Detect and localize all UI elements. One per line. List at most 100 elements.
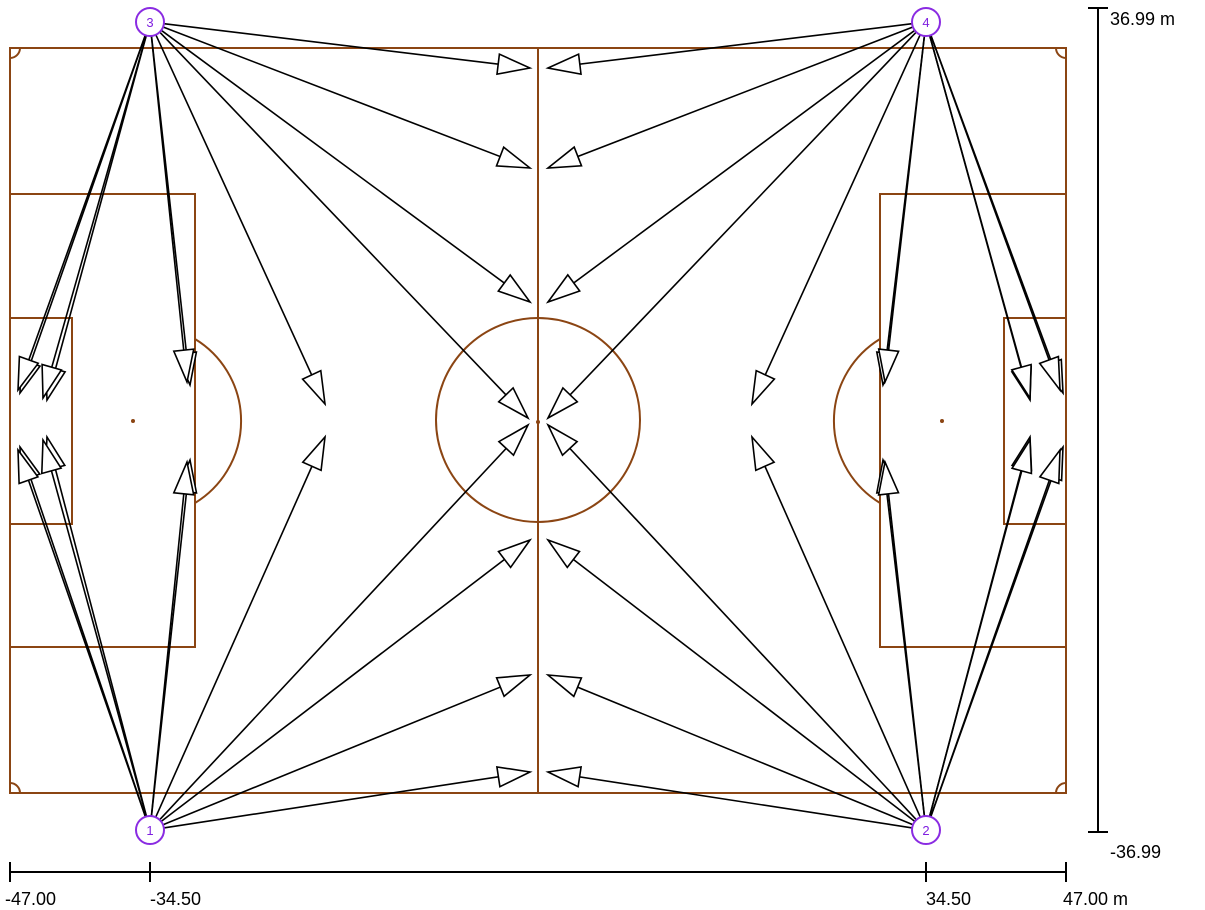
light-pole-1[interactable]: 1	[135, 815, 165, 845]
aim-arrow-pole-2	[545, 673, 914, 826]
aim-arrowhead	[495, 145, 533, 169]
aim-arrow-pole-2	[877, 459, 926, 817]
pole-marker[interactable]	[135, 7, 165, 37]
aim-arrow-pole-3	[150, 35, 195, 385]
aim-arrow-pole-2	[750, 434, 922, 818]
aim-line	[751, 34, 921, 405]
light-pole-4[interactable]: 4	[911, 7, 941, 37]
center-spot	[536, 420, 540, 424]
aim-line	[547, 29, 916, 303]
aim-arrow-pole-2	[928, 437, 1033, 817]
aim-arrow-pole-2	[929, 447, 1061, 818]
right-penalty-area	[879, 193, 1067, 648]
aim-arrowhead	[41, 363, 63, 401]
aim-arrow-pole-3	[163, 22, 533, 76]
y-label-bottom: -36.99	[1110, 842, 1161, 862]
aim-arrow-pole-2	[875, 457, 926, 817]
aim-arrowhead	[750, 369, 776, 407]
aim-arrowhead	[877, 459, 900, 496]
aim-line	[547, 22, 913, 69]
aiming-arrows	[17, 22, 1064, 829]
aim-arrowhead	[497, 273, 533, 304]
pole-marker[interactable]	[135, 815, 165, 845]
y-label-top: 36.99 m	[1110, 9, 1175, 29]
pole-marker[interactable]	[911, 815, 941, 845]
aim-arrowhead	[497, 423, 530, 457]
aim-arrow-pole-1	[40, 437, 148, 817]
aim-line	[162, 674, 531, 826]
aim-arrow-pole-3	[160, 29, 533, 304]
aim-line	[17, 34, 147, 391]
aim-arrow-pole-1	[160, 538, 533, 823]
aim-line	[929, 449, 1061, 818]
aim-arrow-pole-2	[545, 538, 916, 823]
aim-line	[163, 771, 531, 829]
aim-line	[884, 35, 926, 383]
aim-arrow-pole-1	[150, 459, 195, 817]
aim-arrow-pole-1	[163, 765, 533, 829]
x-label-right-pole: 34.50	[926, 889, 971, 909]
left-penalty-arc	[194, 338, 242, 504]
x-label-right-edge: 47.00 m	[1063, 889, 1128, 909]
aim-arrowhead	[545, 145, 583, 169]
dimension-labels: -47.00 -34.50 34.50 47.00 m 36.99 m -36.…	[5, 9, 1175, 909]
aim-line	[547, 424, 917, 821]
light-pole-3[interactable]: 3	[135, 7, 165, 37]
aim-line	[17, 449, 147, 818]
right-penalty-arc	[833, 338, 881, 504]
aim-arrow-pole-2	[546, 423, 917, 821]
aim-arrow-pole-1	[154, 434, 327, 818]
aim-arrowhead	[172, 459, 195, 496]
aim-arrow-pole-1	[159, 423, 530, 821]
aim-line	[150, 35, 188, 383]
aim-arrowhead	[301, 434, 327, 472]
aim-arrow-pole-1	[162, 673, 533, 826]
aim-arrow-pole-4	[546, 31, 917, 420]
football-pitch	[9, 47, 1067, 794]
aim-line	[547, 674, 914, 826]
aim-line	[155, 34, 326, 405]
corner-arc-bottom-right	[1055, 782, 1067, 794]
corner-arc-top-left	[9, 47, 21, 59]
aim-line	[547, 539, 916, 823]
aim-arrowhead	[545, 673, 583, 698]
aim-arrow-pole-3	[155, 34, 327, 407]
aim-line	[154, 436, 326, 818]
aim-arrowhead	[495, 673, 533, 698]
aim-arrow-pole-4	[928, 35, 1032, 401]
aim-line	[162, 26, 531, 169]
aim-arrow-pole-3	[162, 26, 533, 169]
aim-arrowhead	[17, 355, 40, 393]
aim-line	[930, 34, 1061, 391]
light-poles: 1 2 3 4	[135, 7, 941, 845]
aim-arrow-pole-3	[41, 35, 147, 401]
aim-arrowhead	[1038, 447, 1061, 485]
aim-line	[159, 424, 529, 821]
aim-line	[547, 31, 917, 419]
aim-line	[163, 22, 531, 69]
aim-arrowhead	[546, 423, 579, 457]
light-pole-2[interactable]: 2	[911, 815, 941, 845]
aim-arrow-pole-3	[17, 34, 147, 393]
aim-arrowhead	[1010, 363, 1032, 401]
aim-arrowhead	[495, 765, 533, 788]
aim-arrowhead	[545, 53, 582, 76]
aim-arrowhead	[497, 386, 530, 420]
aim-arrow-pole-1	[150, 457, 198, 817]
aim-arrow-pole-4	[545, 26, 914, 169]
aim-arrowhead	[1010, 437, 1033, 475]
aim-arrowhead	[545, 538, 581, 569]
left-penalty-spot	[131, 419, 135, 423]
aim-line	[42, 439, 148, 817]
aim-arrow-pole-4	[545, 29, 916, 304]
pole-number: 3	[146, 15, 153, 30]
aim-arrow-pole-3	[150, 35, 198, 388]
aim-arrowhead	[172, 348, 195, 385]
aim-arrow-pole-1	[17, 447, 147, 818]
x-label-left-pole: -34.50	[150, 889, 201, 909]
aim-arrow-pole-2	[545, 766, 913, 829]
aim-line	[751, 436, 922, 818]
pole-marker[interactable]	[911, 7, 941, 37]
aim-line	[928, 35, 1031, 399]
